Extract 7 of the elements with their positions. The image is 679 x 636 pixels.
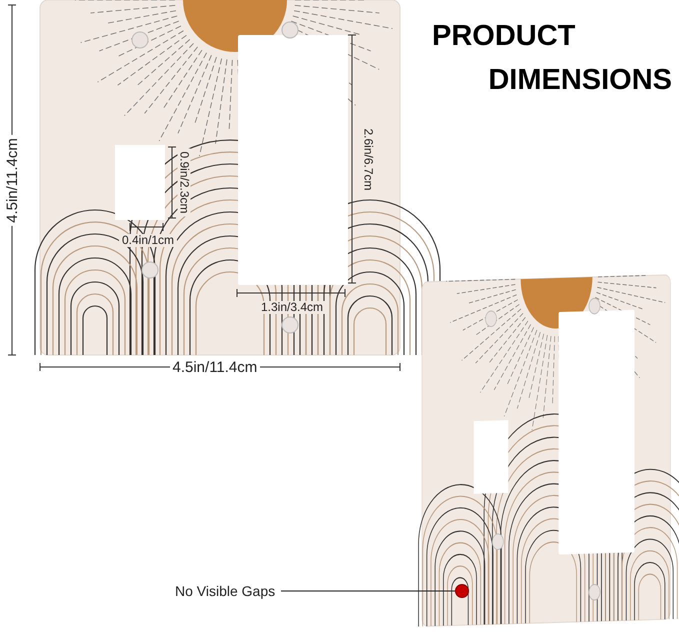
dimension-label: 0.9in/2.3cm <box>178 148 191 216</box>
dimension-label: 4.5in/11.4cm <box>170 358 260 376</box>
dimension-label: 0.4in/1cm <box>119 234 178 246</box>
callout-text: No Visible Gaps <box>175 580 276 602</box>
leader-line <box>280 590 456 592</box>
dimension-label: 4.5in/11.4cm <box>3 134 20 226</box>
title: PRODUCT DIMENSIONS <box>432 19 672 98</box>
